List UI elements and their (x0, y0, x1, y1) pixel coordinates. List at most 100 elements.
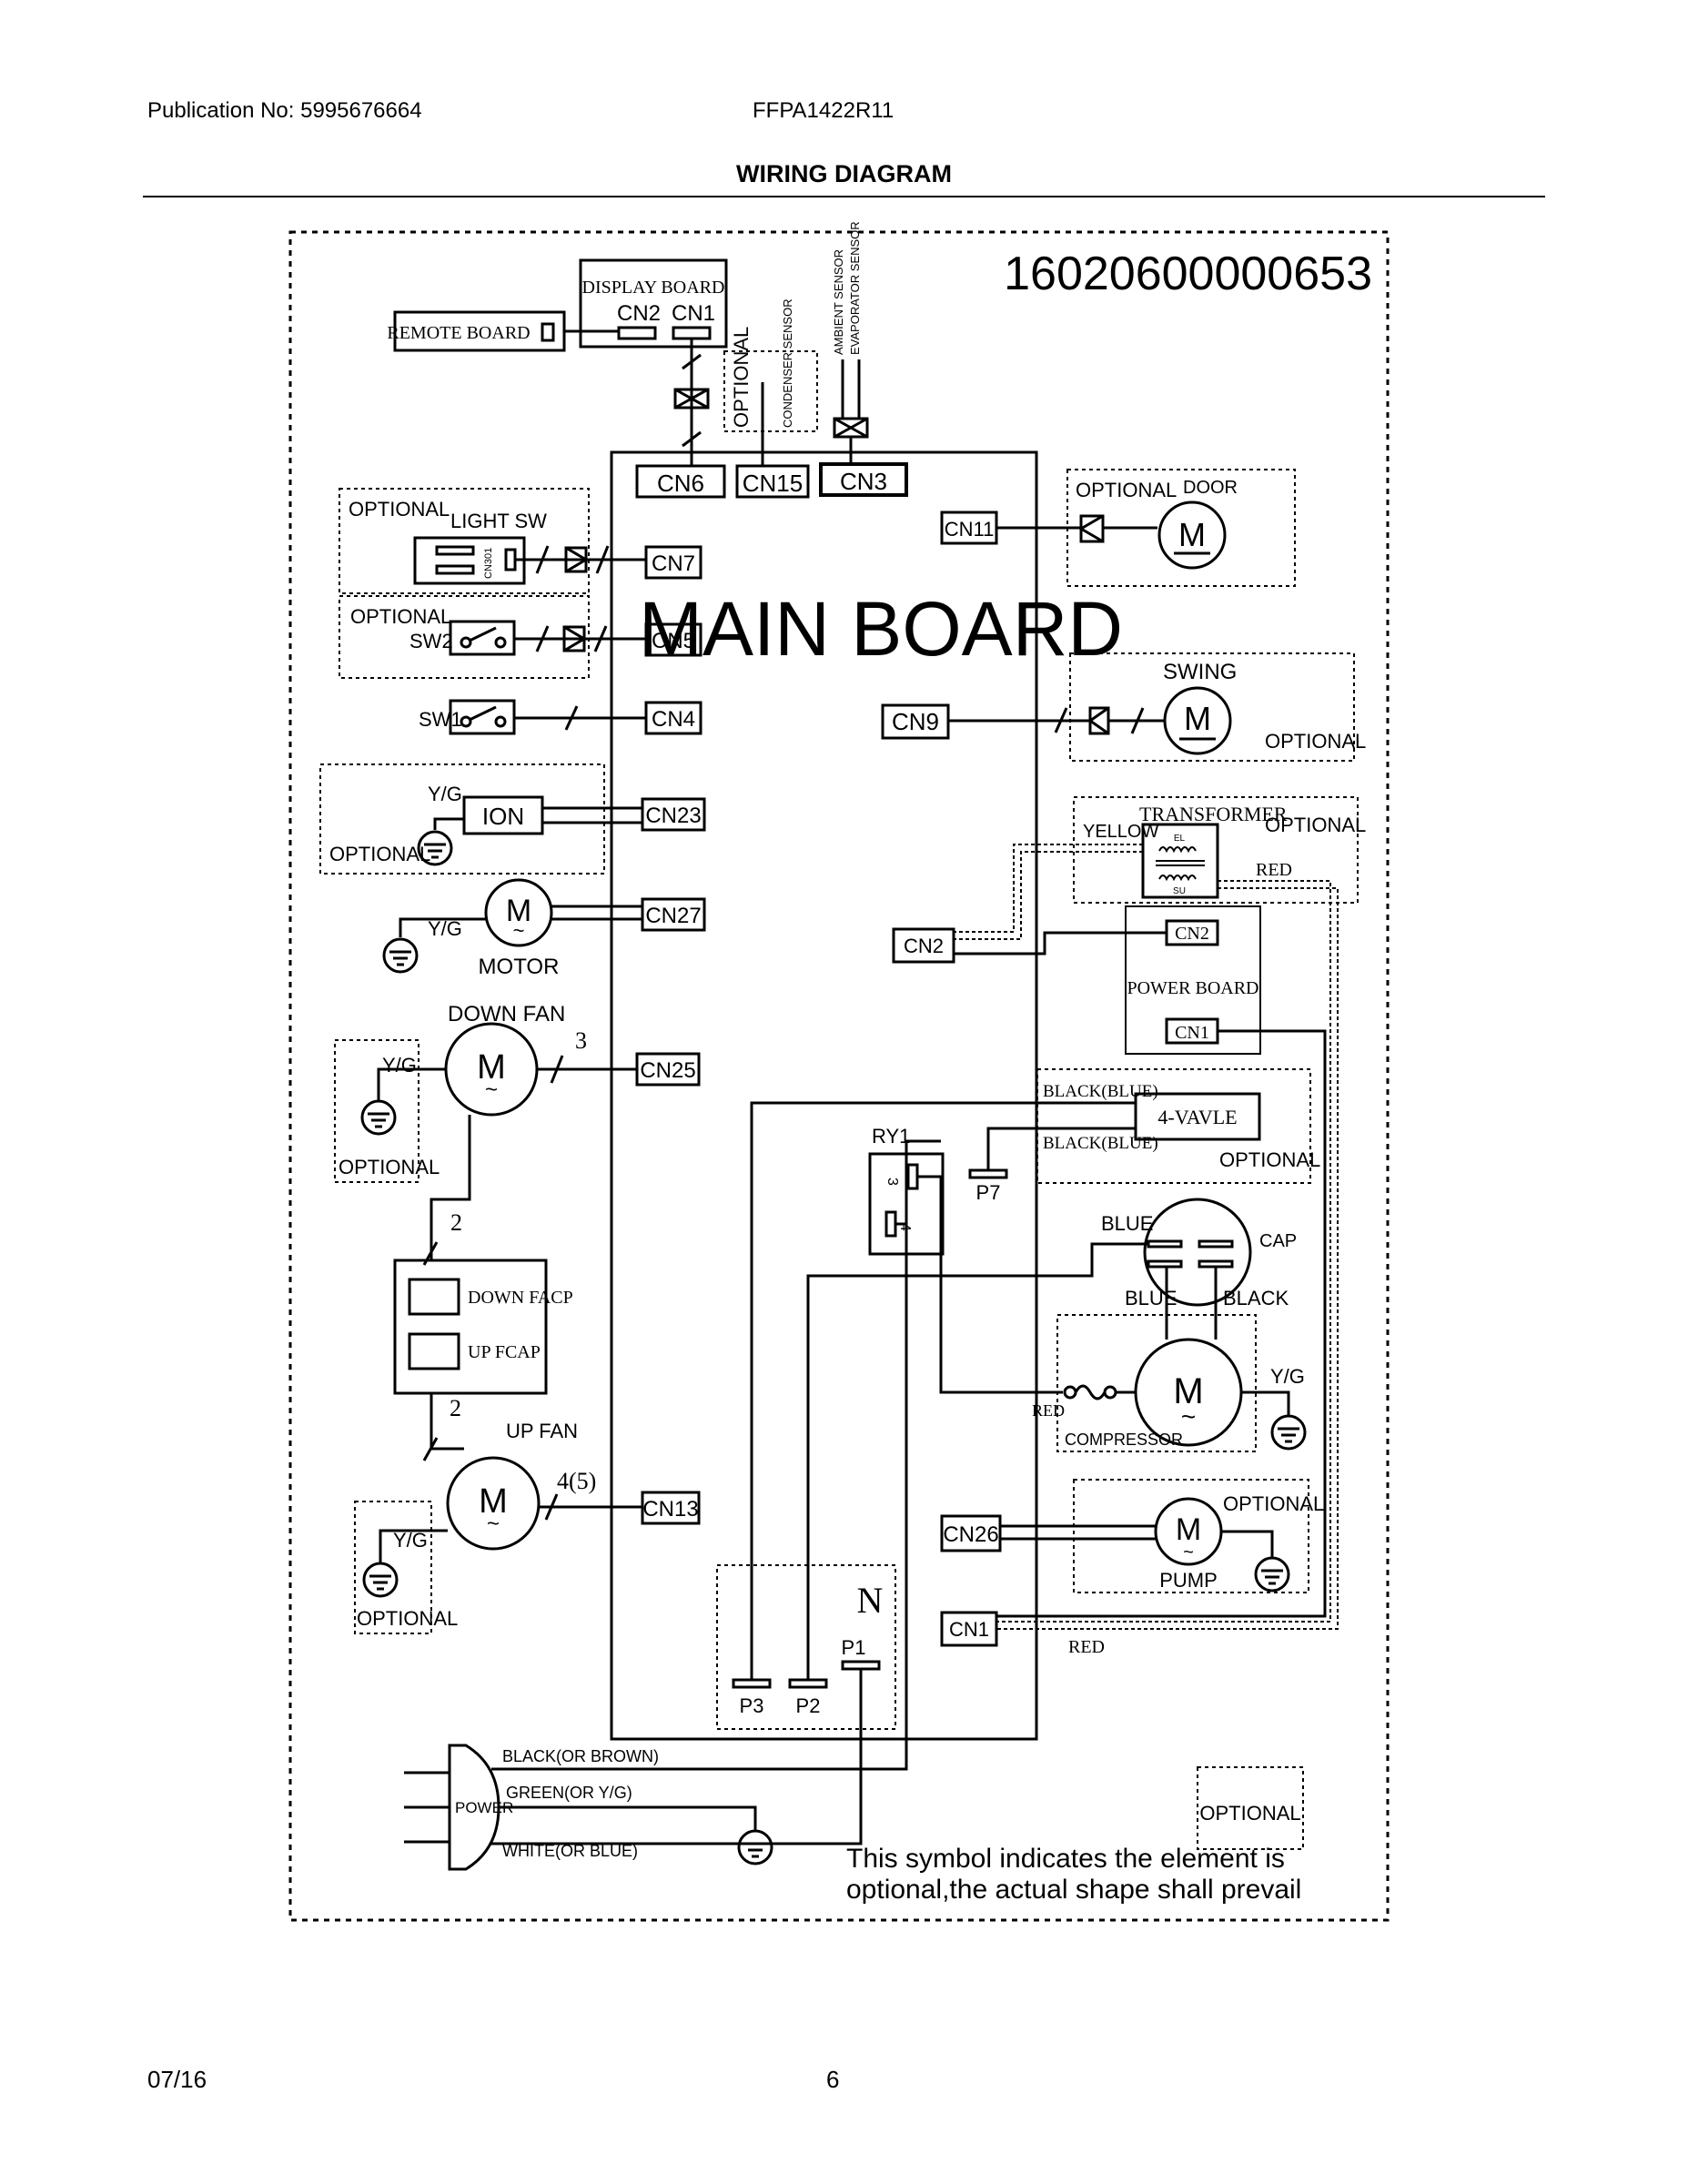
remote-board-label: REMOTE BOARD (387, 323, 530, 343)
compressor-tilde: ~ (1181, 1402, 1196, 1431)
ry1-label: RY1 (872, 1125, 910, 1148)
cn9-label: CN9 (892, 708, 939, 735)
overload-protector (1074, 1384, 1107, 1400)
display-board-label: DISPLAY BOARD (582, 278, 725, 298)
cn1-main-label: CN1 (949, 1618, 989, 1641)
up-fan-symbol: M (479, 1482, 508, 1521)
cn3-label: CN3 (840, 468, 887, 495)
wire-slash (682, 430, 702, 448)
door-plug (1079, 514, 1105, 543)
sw2-body (449, 620, 516, 656)
main-board-label: MAIN BOARD (639, 586, 1123, 672)
light-sw-optional-label: OPTIONAL (349, 498, 450, 521)
optional-legend-label: OPTIONAL (1199, 1802, 1300, 1825)
cn301-label: CN301 (483, 548, 494, 579)
part-code: 16020600000653 (1004, 248, 1372, 300)
door-label: DOOR (1183, 478, 1238, 498)
cn11-label: CN11 (945, 518, 995, 541)
switch-contact (460, 636, 472, 649)
black-or-brown-label: BLACK(OR BROWN) (502, 1747, 659, 1765)
cn5-label: CN5 (652, 629, 695, 653)
condenser-optional-label: OPTIONAL (730, 327, 753, 428)
motor-ground-wire (399, 917, 486, 937)
plug-arrow (563, 625, 587, 652)
compressor-ground-icon (1270, 1414, 1307, 1451)
up-fan-label: UP FAN (506, 1420, 578, 1442)
cap-wires-count-b: 2 (450, 1395, 461, 1421)
compressor-yg-label: Y/G (1270, 1365, 1305, 1388)
wire-slash (422, 1437, 439, 1461)
valve-optional-label: OPTIONAL (1219, 1148, 1320, 1171)
wire-slash (535, 545, 550, 574)
p1-label: P1 (842, 1636, 866, 1659)
optional-legend-box (1197, 1766, 1304, 1850)
switch-contact (494, 715, 507, 728)
plug-x2 (834, 417, 868, 439)
up-fcap-label: UP FCAP (468, 1342, 541, 1362)
up-fan-optional-label: OPTIONAL (357, 1607, 458, 1630)
ion-ground-wire (433, 817, 464, 830)
publication-number: Publication No: 5995676664 (147, 98, 422, 123)
cap-terminal (1198, 1239, 1234, 1249)
down-fan-yg-label: Y/G (382, 1054, 417, 1077)
swing-optional-label: OPTIONAL (1265, 730, 1366, 753)
power-ground-icon (737, 1829, 773, 1866)
plug-arrow (1087, 706, 1109, 735)
power-black-wire (491, 1139, 941, 1771)
ion-box (462, 795, 544, 835)
footer-page-number: 6 (826, 2066, 840, 2093)
cn23-connector (641, 797, 706, 832)
cn23-label: CN23 (645, 804, 701, 828)
switch-contact (494, 636, 507, 649)
light-sw-body (413, 536, 526, 585)
up-fcap-icon (408, 1332, 460, 1370)
cn7-connector (644, 545, 702, 580)
cn6-label: CN6 (657, 470, 704, 497)
switch-lever (469, 626, 497, 642)
light-sw-slot (435, 545, 475, 556)
cap-terminal (1147, 1239, 1183, 1249)
motor-label: MOTOR (479, 955, 560, 979)
yellow-label: YELLOW (1083, 822, 1158, 842)
pb-cn1-label: CN1 (1175, 1023, 1209, 1043)
ion-optional-box (319, 763, 605, 875)
cn2-main-label: CN2 (904, 935, 944, 957)
display-cn6-plug (673, 388, 710, 410)
up-fan-tilde: ~ (487, 1512, 500, 1536)
n-terminal-box (716, 1564, 896, 1730)
black-blue-label-2: BLACK(BLUE) (1043, 1134, 1158, 1153)
compressor-red-label: RED (1032, 1401, 1065, 1420)
ion-ground-icon (417, 830, 453, 866)
cap-terminal (1147, 1259, 1183, 1269)
cn6-connector (635, 464, 726, 499)
down-fan-symbol: M (477, 1048, 506, 1087)
valve-optional-box (1036, 1068, 1311, 1184)
ion-yg-label: Y/G (428, 783, 462, 805)
p7-terminal (968, 1168, 1008, 1179)
door-motor-symbol: M (1178, 516, 1206, 553)
door-motor-icon (1157, 500, 1227, 570)
light-sw-slot (435, 564, 475, 575)
pb-cn2-label: CN2 (1175, 924, 1209, 944)
down-fan-tilde: ~ (485, 1077, 498, 1102)
cn4-label: CN4 (652, 707, 695, 732)
pump-optional-label: OPTIONAL (1223, 1492, 1324, 1515)
display-cn2-connector (617, 326, 657, 340)
cap-compressor-blue-label: BLUE (1125, 1287, 1177, 1309)
valve-p3-wire (750, 1101, 1136, 1680)
ry1-compressor-wire (917, 1175, 1063, 1394)
transformer-cn2-wire (954, 851, 1143, 940)
cap-blue-label: BLUE (1101, 1212, 1153, 1235)
diagram-frame (288, 230, 1390, 1922)
swing-plug (1088, 706, 1110, 735)
condenser-sensor-label: CONDENSER SENSOR (781, 298, 794, 428)
white-or-blue-label: WHITE(OR BLUE) (502, 1842, 638, 1860)
switch-lever (469, 705, 497, 722)
cap-p2-wire (806, 1242, 1148, 1680)
transformer-el-label: EL (1174, 834, 1186, 844)
pb-cn1-wire (996, 1029, 1327, 1618)
cn1-main-connector (940, 1611, 998, 1647)
up-fan-ground-wire (379, 1529, 448, 1563)
cn1-red-label: RED (1068, 1637, 1105, 1657)
swing-optional-box (1069, 652, 1355, 762)
